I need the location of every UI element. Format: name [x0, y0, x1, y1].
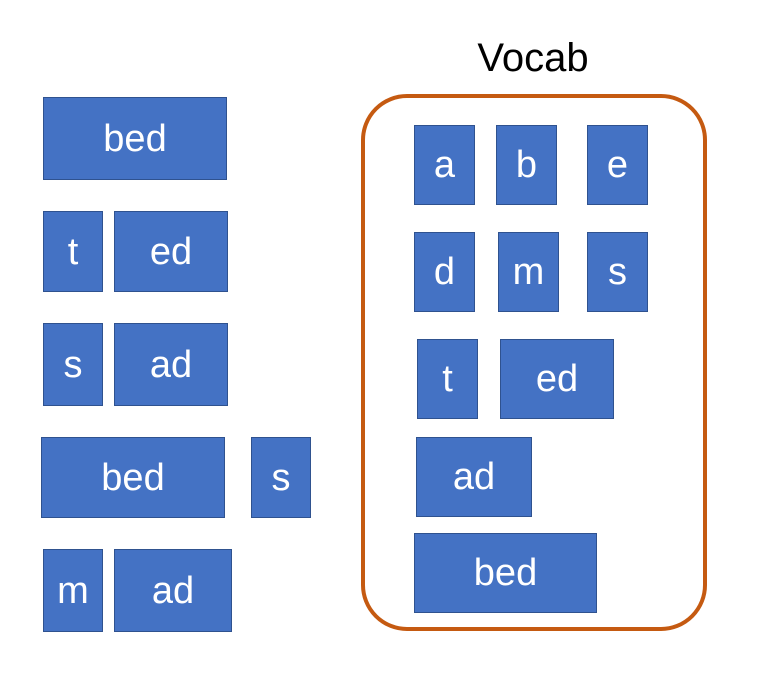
vocab-token-b: b: [496, 125, 557, 205]
vocab-token-ad: ad: [416, 437, 532, 517]
vocab-token-d: d: [414, 232, 475, 312]
segment-row-4-token-1: bed: [41, 437, 225, 518]
vocab-title: Vocab: [477, 36, 589, 80]
vocab-token-bed: bed: [414, 533, 597, 613]
vocab-token-e: e: [587, 125, 648, 205]
segment-row-5-token-2: ad: [114, 549, 232, 632]
vocab-token-m: m: [498, 232, 559, 312]
vocab-token-a: a: [414, 125, 475, 205]
segment-row-1-token-1: bed: [43, 97, 227, 180]
vocab-token-ed: ed: [500, 339, 614, 419]
vocab-token-s: s: [587, 232, 648, 312]
segment-row-3-token-1: s: [43, 323, 103, 406]
vocab-token-t: t: [417, 339, 478, 419]
segment-row-2-token-2: ed: [114, 211, 228, 292]
segment-row-2-token-1: t: [43, 211, 103, 292]
segment-row-5-token-1: m: [43, 549, 103, 632]
segment-row-3-token-2: ad: [114, 323, 228, 406]
segment-row-4-token-2: s: [251, 437, 311, 518]
vocab-box: [361, 94, 707, 631]
